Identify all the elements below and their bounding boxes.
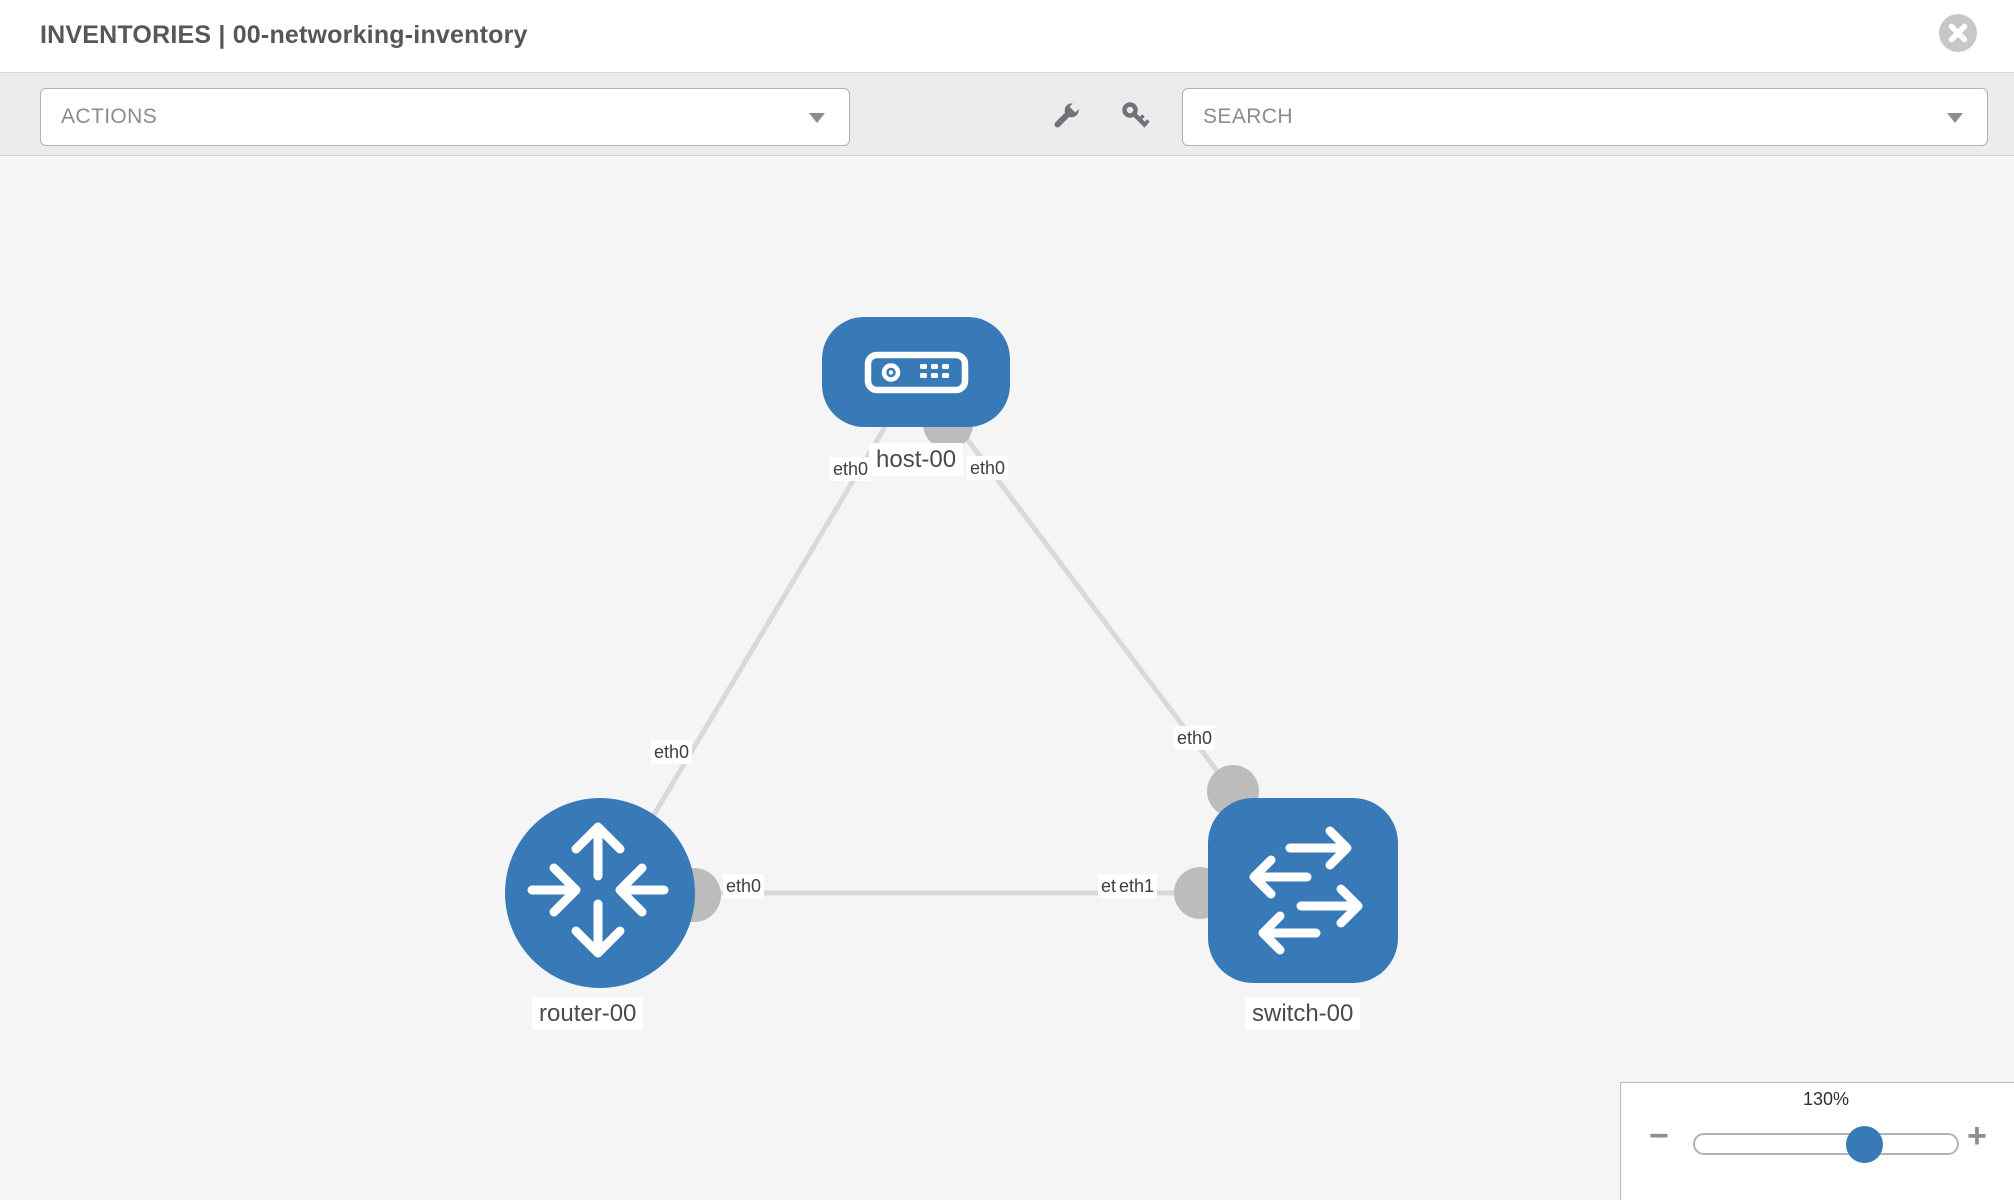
- switch-icon: [1249, 826, 1363, 955]
- topology-canvas: eth0 eth0 eth0 eth0 eth0 eth0 eth1 host-…: [0, 156, 2014, 1200]
- connectors-layer: [667, 399, 1259, 922]
- node-switch[interactable]: [1208, 798, 1398, 983]
- key-icon: [1122, 102, 1150, 128]
- interface-label: eth0: [1174, 726, 1216, 750]
- wrench-icon: [1054, 101, 1081, 128]
- links-layer: [649, 425, 1234, 896]
- node-label-router: router-00: [532, 997, 644, 1030]
- chevron-down-icon: [1947, 113, 1963, 123]
- interface-label: eth0: [830, 457, 872, 481]
- search-input[interactable]: SEARCH: [1182, 88, 1988, 146]
- interface-label: eth0: [651, 740, 693, 764]
- close-button[interactable]: [1939, 14, 1977, 52]
- toolbar: ACTIONS SEARCH: [0, 72, 2014, 156]
- window-header: INVENTORIES | 00-networking-inventory: [0, 0, 2014, 72]
- zoom-level-value: 130%: [1802, 1089, 1850, 1109]
- router-icon: [527, 822, 669, 958]
- zoom-out-button[interactable]: −: [1649, 1117, 1669, 1155]
- topology-svg: [505, 317, 1398, 988]
- tools-button[interactable]: [1049, 99, 1083, 133]
- close-icon: [1939, 14, 1977, 52]
- interface-label: eth0: [967, 456, 1009, 480]
- node-label-switch: switch-00: [1245, 997, 1361, 1030]
- zoom-control-panel: 130% − +: [1620, 1082, 2014, 1200]
- node-host[interactable]: [822, 317, 1010, 427]
- interface-label: eth1: [1116, 874, 1158, 898]
- key-button[interactable]: [1119, 99, 1153, 133]
- host-icon: [864, 351, 969, 394]
- node-router[interactable]: [505, 798, 695, 988]
- interface-label: eth0: [723, 874, 765, 898]
- node-label-host: host-00: [869, 443, 964, 476]
- actions-dropdown-label: ACTIONS: [61, 105, 158, 128]
- zoom-slider-track[interactable]: [1693, 1133, 1959, 1155]
- zoom-in-button[interactable]: +: [1967, 1117, 1987, 1155]
- page-title: INVENTORIES | 00-networking-inventory: [40, 21, 528, 49]
- search-placeholder: SEARCH: [1203, 105, 1293, 128]
- zoom-slider-thumb[interactable]: [1846, 1126, 1883, 1163]
- actions-dropdown[interactable]: ACTIONS: [40, 88, 850, 146]
- chevron-down-icon: [809, 113, 825, 123]
